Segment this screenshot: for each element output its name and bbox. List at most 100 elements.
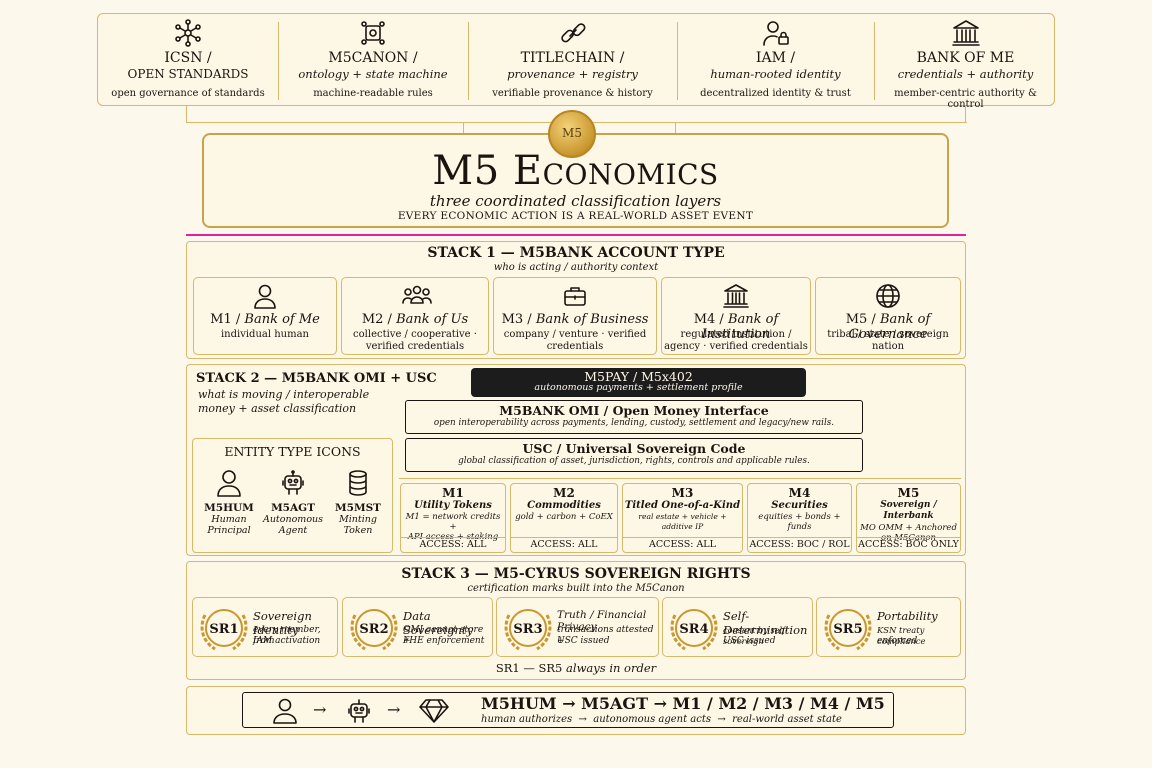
omi-box: M5BANK OMI / Open Money Interface open i… bbox=[405, 400, 863, 434]
diamond-icon bbox=[419, 699, 449, 723]
flow-inner: → → M5HUM → M5AGT → M1 / M2 / M3 / M4 / … bbox=[242, 692, 894, 728]
account-code: M3 / bbox=[501, 312, 532, 327]
divider-line bbox=[186, 234, 966, 236]
top-subtitle: provenance + registry bbox=[507, 67, 638, 81]
account-name: Bank of Me bbox=[244, 312, 320, 327]
entity-m5agt: M5AGT Autonomous Agent bbox=[261, 469, 325, 536]
person-icon bbox=[254, 284, 276, 309]
top-title: IAM / bbox=[755, 50, 796, 66]
arrow-icon: → bbox=[313, 700, 327, 719]
connector-line bbox=[463, 123, 676, 133]
network-icon bbox=[175, 19, 201, 47]
class-access: ACCESS: ALL bbox=[511, 537, 617, 552]
account-m2: M2 / Bank of Us collective / cooperative… bbox=[341, 277, 489, 355]
standards-bar: ICSN / OPEN STANDARDS open governance of… bbox=[97, 13, 1055, 110]
rights-order-note: SR1 — SR5 always in order bbox=[495, 661, 657, 675]
account-code: M2 / bbox=[361, 312, 392, 327]
omi-title: M5BANK OMI / Open Money Interface bbox=[499, 403, 769, 418]
account-name: Bank of Business bbox=[535, 312, 649, 327]
right-desc: USC issued bbox=[723, 636, 776, 646]
top-desc: verifiable provenance & history bbox=[492, 88, 653, 99]
right-title: Truth / Financial Privacy bbox=[557, 609, 647, 633]
class-desc: on M5Canon bbox=[880, 533, 937, 543]
usc-title: USC / Universal Sovereign Code bbox=[522, 441, 746, 456]
class-access: ACCESS: ALL bbox=[401, 537, 505, 552]
class-head: Utility Tokens bbox=[414, 500, 492, 511]
stack3-title: STACK 3 — M5-CYRUS SOVEREIGN RIGHTS bbox=[401, 566, 751, 582]
class-desc: MO OMM + Anchored bbox=[860, 523, 957, 533]
class-head: Securities bbox=[771, 500, 828, 511]
account-code: M5 / bbox=[845, 312, 876, 327]
stack1-title: STACK 1 — M5BANK ACCOUNT TYPE bbox=[427, 245, 725, 261]
m5pay-bar: M5PAY / M5x402 autonomous payments + set… bbox=[471, 368, 806, 397]
class-access: ACCESS: BOC ONLY bbox=[857, 537, 960, 550]
page-tagline: EVERY ECONOMIC ACTION IS A REAL-WORLD AS… bbox=[397, 210, 754, 222]
class-head: Commodities bbox=[527, 500, 601, 511]
class-desc: equities + bonds + funds bbox=[758, 512, 841, 532]
class-m3: M3 Titled One-of-a-Kind real estate + ve… bbox=[622, 483, 743, 553]
badge-label: SR1 bbox=[209, 622, 238, 637]
account-desc: regulated institution / agency · verifie… bbox=[664, 329, 808, 352]
m5pay-subtitle: autonomous payments + settlement profile bbox=[534, 382, 743, 393]
top-item-iam: IAM / human-rooted identity decentralize… bbox=[678, 14, 873, 107]
right-title: Data Sovereignty bbox=[403, 609, 473, 637]
account-desc: company / venture · verified credentials bbox=[503, 329, 647, 352]
flow-sub: human authorizes → autonomous agent acts… bbox=[481, 714, 842, 725]
top-desc: decentralized identity & trust bbox=[700, 88, 851, 99]
bank-icon bbox=[951, 20, 980, 46]
badge-label: SR4 bbox=[679, 622, 708, 637]
class-access: ACCESS: BOC / ROL bbox=[748, 537, 851, 550]
institution-icon bbox=[723, 284, 749, 308]
m5pay-title: M5PAY / M5x402 bbox=[584, 369, 693, 384]
stack1-subtitle: who is acting / authority context bbox=[493, 262, 659, 273]
class-access: ACCESS: ALL bbox=[623, 537, 742, 552]
usc-box: USC / Universal Sovereign Code global cl… bbox=[405, 438, 863, 472]
account-desc: collective / cooperative · verified cred… bbox=[353, 329, 477, 352]
database-icon bbox=[349, 470, 367, 496]
globe-icon bbox=[876, 284, 900, 308]
flow-panel: → → M5HUM → M5AGT → M1 / M2 / M3 / M4 / … bbox=[186, 686, 966, 735]
top-title: BANK OF ME bbox=[916, 50, 1015, 66]
robot-icon bbox=[348, 699, 370, 723]
class-head: Titled One-of-a-Kind bbox=[624, 500, 741, 511]
class-m4: M4 Securities equities + bonds + funds A… bbox=[747, 483, 852, 553]
entity-code: M5AGT bbox=[271, 502, 315, 514]
entity-desc: Human bbox=[211, 514, 247, 525]
top-title: M5CANON / bbox=[328, 50, 418, 66]
right-title: Self-Determination bbox=[723, 609, 808, 637]
right-sr5: SR5 Portability KSN treaty compliance en… bbox=[816, 597, 961, 657]
entity-desc: Minting bbox=[339, 514, 377, 525]
top-desc: open governance of standards bbox=[111, 88, 265, 99]
badge-label: SR3 bbox=[513, 622, 542, 637]
flow-main: M5HUM → M5AGT → M1 / M2 / M3 / M4 / M5 bbox=[481, 694, 885, 713]
group-icon bbox=[402, 285, 432, 304]
class-code: M1 bbox=[442, 486, 464, 500]
class-desc: M1 = network credits + bbox=[405, 512, 501, 532]
top-title-line2: OPEN STANDARDS bbox=[127, 67, 249, 81]
laurel-badge-icon: SR1 bbox=[200, 609, 248, 651]
top-title: ICSN / bbox=[164, 50, 212, 66]
right-title: Portability bbox=[877, 609, 938, 623]
entity-desc: Token bbox=[343, 525, 373, 536]
badge-label: SR5 bbox=[833, 622, 862, 637]
entity-desc: Autonomous bbox=[262, 514, 324, 525]
account-m1: M1 / Bank of Me individual human bbox=[193, 277, 337, 355]
laurel-badge-icon: SR5 bbox=[824, 609, 872, 651]
page-subtitle: three coordinated classification layers bbox=[429, 192, 722, 210]
arrow-icon: → bbox=[387, 700, 401, 719]
entity-desc: Principal bbox=[207, 525, 251, 536]
account-m3: M3 / Bank of Business company / venture … bbox=[493, 277, 657, 355]
entity-code: M5HUM bbox=[204, 502, 254, 514]
account-code: M1 / bbox=[210, 312, 241, 327]
entity-panel: ENTITY TYPE ICONS M5HUM Human Principal … bbox=[192, 438, 393, 553]
entity-code: M5MST bbox=[335, 502, 381, 514]
right-desc: enforced bbox=[877, 636, 918, 646]
account-name: Bank of Governance bbox=[848, 312, 931, 342]
account-code: M4 / bbox=[693, 312, 724, 327]
stack2-subtitle: money + asset classification bbox=[198, 402, 357, 415]
top-subtitle: human-rooted identity bbox=[710, 67, 841, 81]
class-code: M2 bbox=[553, 486, 575, 500]
right-desc: IAM activation bbox=[253, 636, 321, 646]
human-icon bbox=[273, 698, 297, 724]
right-desc: consent by self-sovereign bbox=[723, 625, 788, 646]
